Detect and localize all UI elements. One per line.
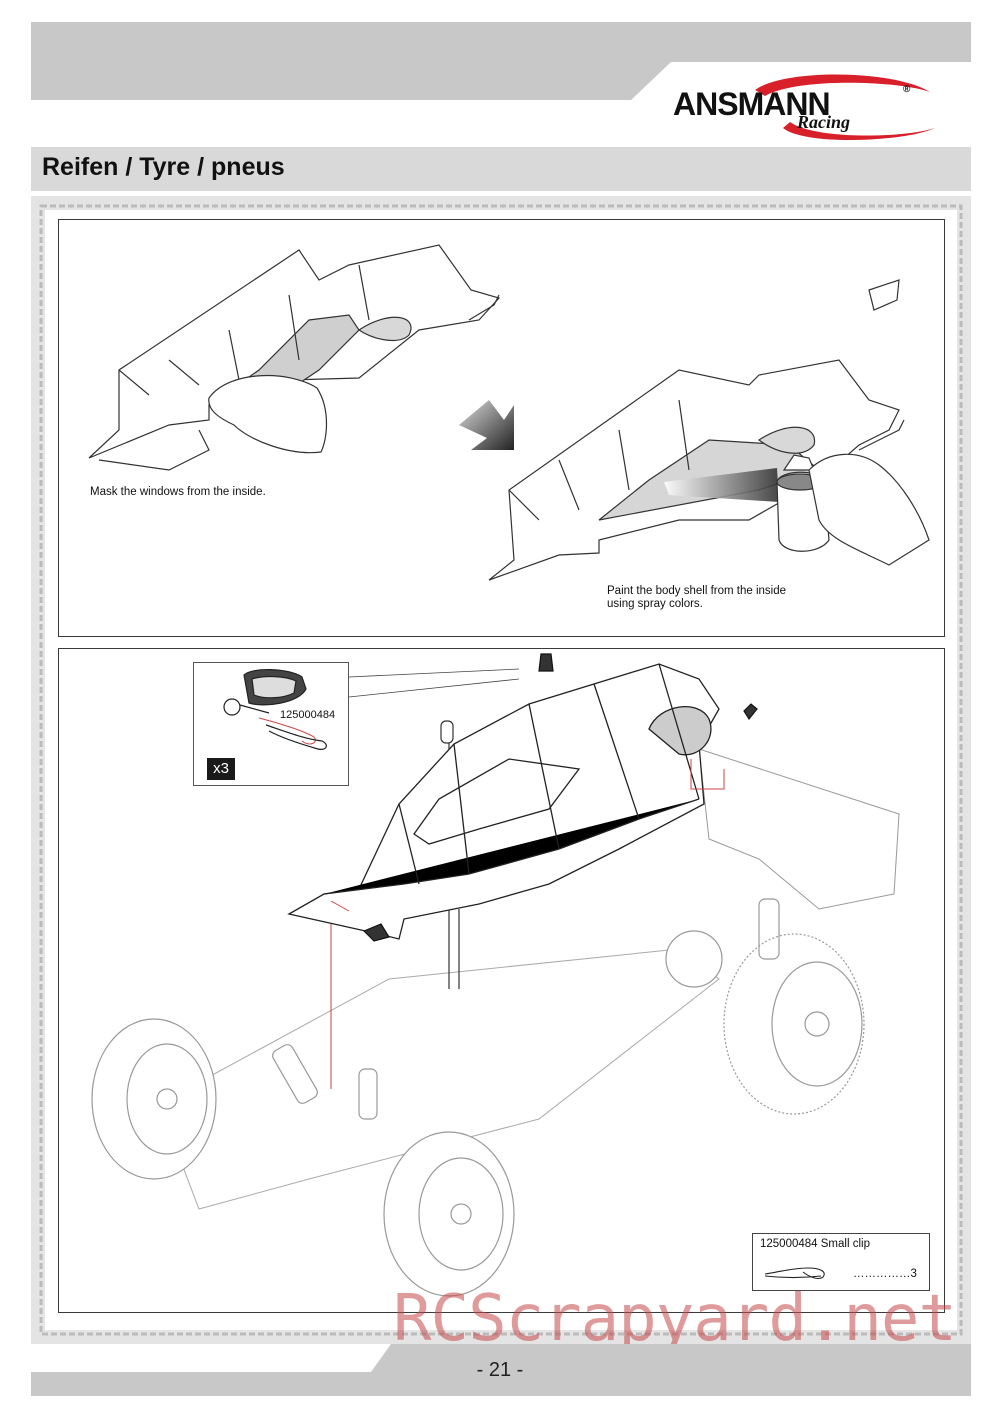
brand-subline: Racing xyxy=(797,112,851,132)
spur-gear-illustration xyxy=(665,930,723,988)
parts-list-box: 125000484 Small clip ……………3 xyxy=(752,1233,930,1291)
caption-paint-line2: using spray colors. xyxy=(607,598,703,610)
step-panel-paint: Mask the windows from the inside. Paint … xyxy=(58,219,945,637)
logo-swoosh-icon xyxy=(755,74,935,141)
buggy-assembly-illustration xyxy=(91,653,900,1297)
small-clip-icon xyxy=(764,1267,825,1280)
footer-band xyxy=(31,1344,971,1396)
quantity-badge: x3 xyxy=(207,758,235,780)
parts-list-quantity: ……………3 xyxy=(853,1268,917,1280)
hand-left-illustration xyxy=(208,374,328,454)
parts-list-header: 125000484 Small clip xyxy=(760,1238,870,1250)
rear-wing-illustration xyxy=(698,748,900,910)
top-band xyxy=(31,22,971,100)
body-clips-illustration xyxy=(362,653,758,942)
front-right-wheel-illustration xyxy=(383,1131,515,1297)
caption-mask: Mask the windows from the inside. xyxy=(90,486,266,498)
brand-logo: ANSMANN ® Racing xyxy=(665,70,945,145)
brand-name: ANSMANN xyxy=(673,86,831,122)
paint-illustration xyxy=(88,244,930,581)
step-panel-mount xyxy=(58,648,945,1313)
body-shell-illustration xyxy=(287,663,720,940)
rear-right-wheel-illustration xyxy=(723,933,865,1115)
front-left-wheel-illustration xyxy=(91,1018,217,1180)
spray-cone-illustration xyxy=(664,468,779,502)
registered-mark: ® xyxy=(903,84,911,95)
inset-part-number: 125000484 xyxy=(280,709,336,721)
section-title: Reifen / Tyre / pneus xyxy=(42,153,285,181)
caption-paint-line1: Paint the body shell from the inside xyxy=(607,585,786,597)
spray-can-illustration xyxy=(776,453,930,566)
inset-callout-lines xyxy=(348,668,520,698)
chassis-illustration xyxy=(158,948,720,1210)
shocks-illustration xyxy=(272,898,780,1120)
pointer-lines xyxy=(330,759,725,912)
section-header: Reifen / Tyre / pneus xyxy=(31,147,971,191)
arrow-down-right-icon xyxy=(459,400,514,450)
clip-detail-illustration xyxy=(223,668,327,750)
page-number: - 21 - xyxy=(476,1359,524,1381)
watermark-text: RCScrapyard.net xyxy=(393,1282,957,1356)
